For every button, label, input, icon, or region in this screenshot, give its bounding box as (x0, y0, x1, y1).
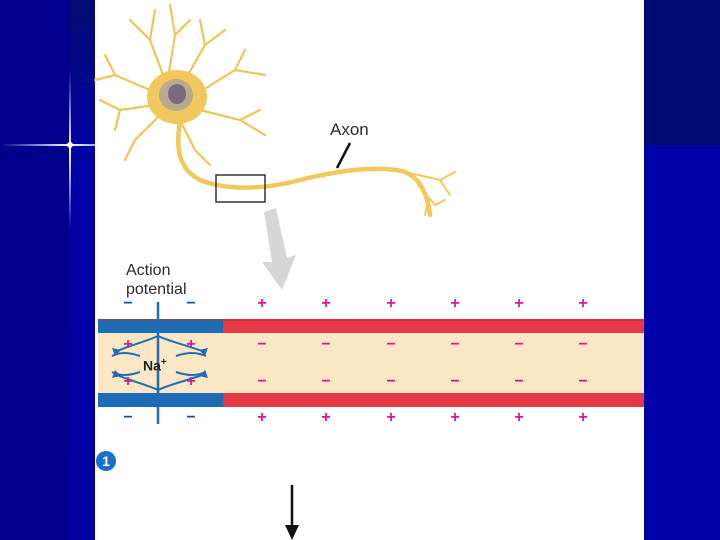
axon-path (175, 119, 433, 218)
sodium-ion-label: Na+ (143, 357, 167, 374)
sign-inside-top-5: − (386, 336, 396, 353)
sign-inside-bottom-5: − (386, 373, 396, 390)
sign-inside-bottom-1: + (123, 373, 133, 390)
zoom-arrow (262, 208, 296, 290)
axon-label: Axon (330, 120, 369, 139)
sign-inside-bottom-2: + (186, 373, 196, 390)
slide-right-band-bottom (640, 145, 720, 540)
next-step-arrow (285, 485, 299, 540)
sign-inside-top-1: + (123, 336, 133, 353)
sign-outside-bottom-3: + (257, 409, 267, 426)
axon-section (98, 319, 644, 407)
cell-body (147, 70, 207, 124)
sparkle-decoration (0, 70, 140, 230)
sign-inside-bottom-8: − (578, 373, 588, 390)
sign-outside-top-8: + (578, 295, 588, 312)
sign-inside-top-7: − (514, 336, 524, 353)
sign-inside-top-4: − (321, 336, 331, 353)
sign-outside-bottom-4: + (321, 409, 331, 426)
sign-inside-bottom-3: − (257, 373, 267, 390)
sodium-ion-charge: + (160, 357, 167, 368)
action-potential-label-line1: Action (126, 262, 171, 279)
sign-inside-top-3: − (257, 336, 267, 353)
ion-flow-arrowheads (112, 348, 208, 378)
axon-leader-line (335, 142, 352, 169)
axon-terminals (404, 171, 456, 216)
dendrites (93, 3, 267, 167)
action-potential-label-line2: potential (126, 281, 187, 298)
sign-outside-top-5: + (386, 295, 396, 312)
sign-inside-top-2: + (186, 336, 196, 353)
sign-outside-top-6: + (450, 295, 460, 312)
sign-inside-top-8: − (578, 336, 588, 353)
zoom-box (215, 174, 266, 203)
sign-outside-top-7: + (514, 295, 524, 312)
sign-outside-bottom-6: + (450, 409, 460, 426)
sign-outside-top-4: + (321, 295, 331, 312)
sign-outside-bottom-5: + (386, 409, 396, 426)
sign-outside-top-2: − (186, 295, 196, 312)
action-potential-label: Action potential (126, 261, 236, 299)
sign-outside-bottom-1: − (123, 409, 133, 426)
step-number-badge: 1 (96, 451, 116, 471)
sign-inside-bottom-7: − (514, 373, 524, 390)
sign-outside-bottom-7: + (514, 409, 524, 426)
slide-left-band (0, 0, 70, 540)
sign-outside-bottom-8: + (578, 409, 588, 426)
sign-outside-top-1: − (123, 295, 133, 312)
sign-outside-bottom-2: − (186, 409, 196, 426)
sign-inside-top-6: − (450, 336, 460, 353)
sign-inside-bottom-6: − (450, 373, 460, 390)
sign-outside-top-3: + (257, 295, 267, 312)
slide-right-band-top (640, 0, 720, 145)
sign-inside-bottom-4: − (321, 373, 331, 390)
sodium-ion-symbol: Na (143, 357, 161, 374)
